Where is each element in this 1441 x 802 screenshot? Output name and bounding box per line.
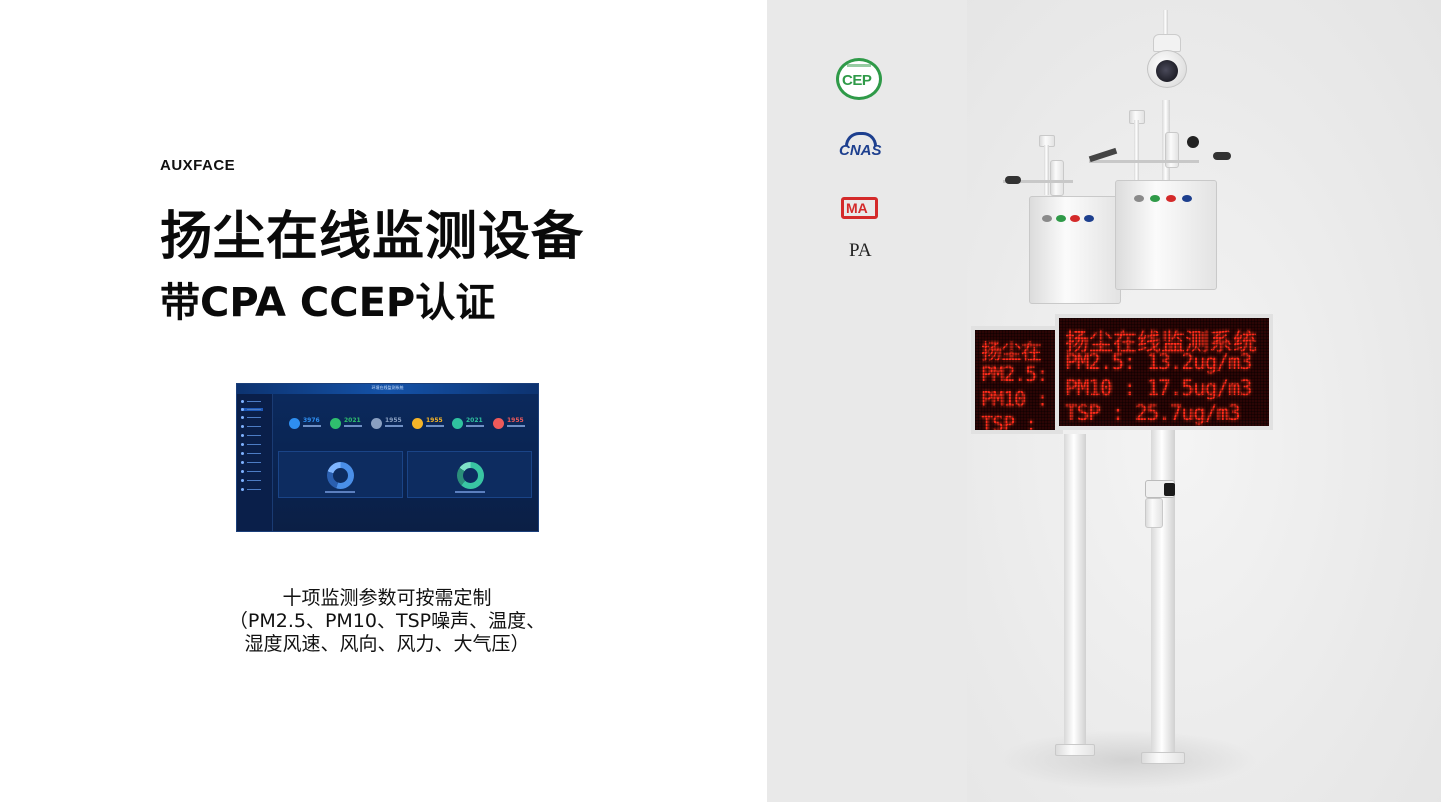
stat-card: 2021: [452, 417, 492, 431]
pole-bracket: [1145, 498, 1163, 528]
sidebar-item: [241, 461, 263, 464]
stat-card: 1955: [412, 417, 452, 431]
led-line: TSP : 25.7ug/m3: [1065, 401, 1241, 425]
pole-base: [1141, 752, 1185, 764]
stat-icon: [371, 418, 382, 429]
sidebar-item: [241, 443, 263, 446]
stat-icon: [493, 418, 504, 429]
sidebar-item: [241, 434, 263, 437]
stat-card: 1955: [493, 417, 533, 431]
dashboard-sidebar: [237, 394, 273, 531]
donut-legend: [325, 491, 355, 493]
anemometer-icon: [1213, 152, 1231, 160]
led-line: TSP :: [981, 412, 1037, 434]
led-line: PM10 : 17.5ug/m3: [1065, 376, 1252, 400]
dashboard-title: 环境在线监测系统: [371, 385, 404, 390]
pole-base: [1055, 744, 1095, 756]
donut-panel-right: [407, 451, 532, 498]
page-title: 扬尘在线监测设备: [160, 207, 585, 267]
donut-chart: [457, 462, 484, 489]
floor-shadow: [997, 730, 1257, 790]
sidebar-item: [241, 416, 263, 419]
donut-chart: [327, 462, 354, 489]
caption-line: （PM2.5、PM10、TSP噪声、温度、: [228, 610, 546, 632]
donut-panel-left: [278, 451, 403, 498]
stat-icon: [452, 418, 463, 429]
louvered-sensor: [1165, 132, 1179, 168]
control-cabinet-back: [1029, 196, 1121, 304]
led-display-back: 扬尘在 PM2.5: PM10 : TSP :: [971, 326, 1063, 434]
stat-value: 2021: [344, 417, 361, 424]
cnas-logo: CNAS: [839, 132, 883, 168]
parameter-caption: 十项监测参数可按需定制 （PM2.5、PM10、TSP噪声、温度、 湿度风速、风…: [196, 587, 578, 656]
camera-lens-icon: [1164, 483, 1175, 496]
led-line: PM2.5:: [981, 362, 1048, 386]
stat-value: 1955: [385, 417, 402, 424]
led-display-front: 扬尘在线监测系统 PM2.5: 13.2ug/m3 PM10 : 17.5ug/…: [1055, 314, 1273, 430]
page-subtitle: 带CPA CCEP认证: [160, 280, 496, 326]
louvered-sensor: [1050, 160, 1064, 196]
stat-value: 1955: [426, 417, 443, 424]
device-photo: CEP CNAS MA PA 扬尘在 PM2.5:: [767, 0, 1441, 802]
dashboard-header: [237, 384, 538, 394]
stat-card: 3976: [289, 417, 329, 431]
stat-card: 2021: [330, 417, 370, 431]
sidebar-item: [241, 452, 263, 455]
donut-legend: [455, 491, 485, 493]
sidebar-item: [241, 479, 263, 482]
stat-card: 1955: [371, 417, 411, 431]
led-line: PM2.5: 13.2ug/m3: [1065, 350, 1252, 374]
crossbar: [1089, 160, 1199, 163]
stat-value: 2021: [466, 417, 483, 424]
stat-icon: [412, 418, 423, 429]
crossbar: [1003, 180, 1073, 183]
led-line: PM10 :: [981, 387, 1048, 411]
stat-value: 3976: [303, 417, 320, 424]
control-cabinet-front: [1115, 180, 1217, 290]
wind-cup-icon: [1187, 136, 1199, 148]
caption-line: 湿度风速、风向、风力、大气压）: [244, 633, 530, 655]
led-line: 扬尘在线监测系统: [1065, 328, 1257, 356]
sidebar-item: [241, 400, 263, 403]
dashboard-screenshot: 环境在线监测系统 3976 2021 1955 1955 2021: [236, 383, 539, 532]
camera-lens-icon: [1156, 60, 1178, 82]
antenna: [1163, 10, 1168, 40]
sidebar-item: [241, 488, 263, 491]
sidebar-item: [241, 425, 263, 428]
stat-icon: [330, 418, 341, 429]
cep-logo: CEP: [836, 58, 882, 100]
led-line: 扬尘在: [981, 340, 1042, 364]
pa-logo: PA: [849, 240, 872, 261]
sidebar-item: [241, 408, 263, 411]
brand-name: AUXFACE: [160, 157, 236, 174]
sidebar-item: [241, 470, 263, 473]
stat-value: 1955: [507, 417, 524, 424]
cma-logo: MA: [841, 197, 878, 219]
stat-icon: [289, 418, 300, 429]
support-pole-back: [1064, 434, 1086, 756]
caption-line: 十项监测参数可按需定制: [282, 587, 492, 609]
bullet-camera: [1145, 480, 1175, 498]
anemometer-icon: [1005, 176, 1021, 184]
dome-camera: [1147, 34, 1187, 104]
